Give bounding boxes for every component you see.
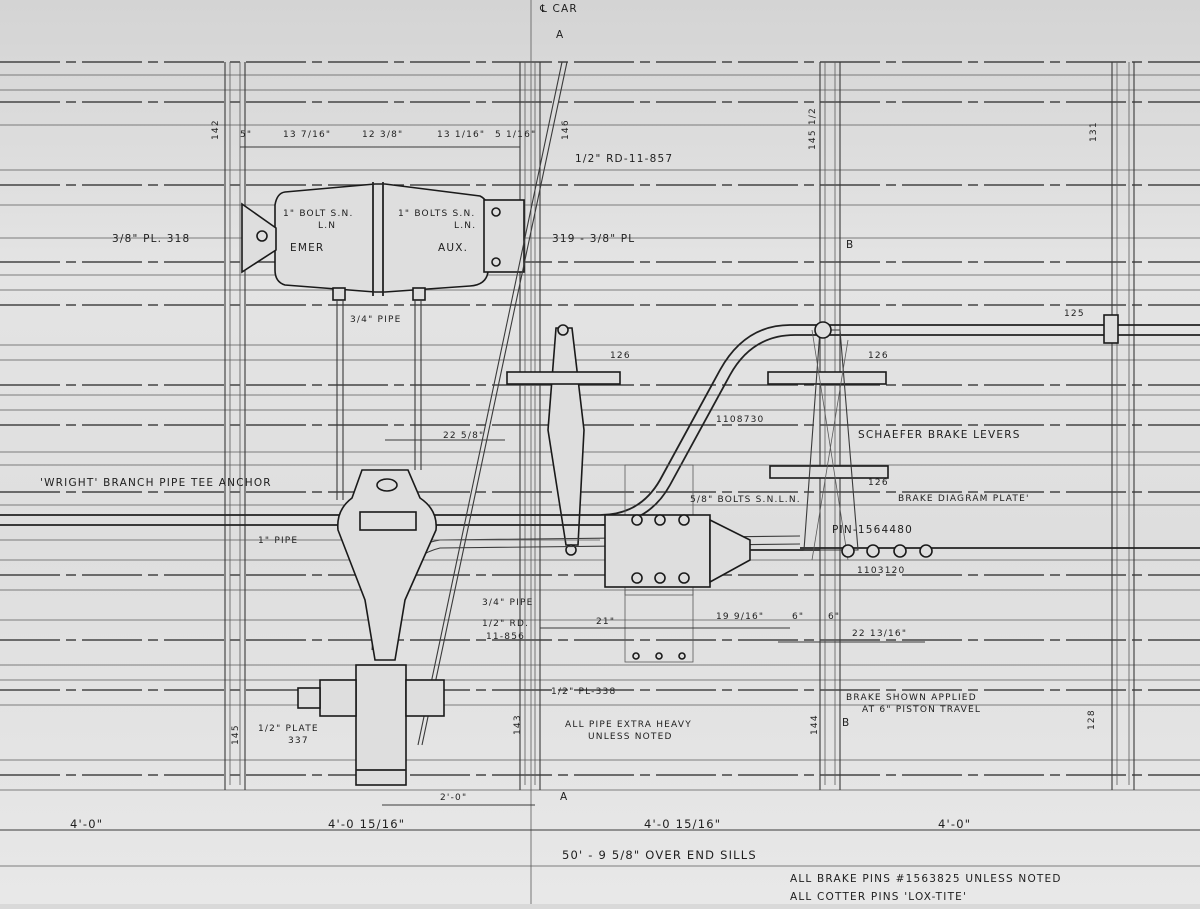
- ref-145: 145: [231, 724, 241, 745]
- part-1103120: 1103120: [857, 566, 905, 576]
- rod-11-856: [417, 61, 563, 746]
- bolts-58-label: 5/8" BOLTS S.N.L.N.: [690, 495, 801, 505]
- brake-lever: [547, 324, 585, 556]
- brake-cylinder: [604, 464, 820, 663]
- top-dim-1: 5": [240, 130, 252, 140]
- cross-members: [224, 62, 1135, 790]
- ref-126-a: 126: [610, 351, 631, 361]
- rod-11-857: [421, 61, 568, 746]
- pipe-34-top-label: 3/4" PIPE: [350, 315, 401, 325]
- tee-anchor: [336, 469, 437, 661]
- bottom-dim-3: 4'-0 15/16": [644, 817, 721, 831]
- ref-146: 146: [561, 119, 571, 140]
- bottom-dim-1: 4'-0": [70, 817, 103, 831]
- ref-126-b: 126: [868, 351, 889, 361]
- top-dim-2: 13 7/16": [283, 130, 331, 140]
- section-mark-a-bottom: A: [560, 791, 568, 803]
- note-cotter-pins: ALL COTTER PINS 'LOX-TITE': [790, 891, 967, 903]
- bolts-aux-ln-label: L.N.: [454, 221, 476, 231]
- pipe-heavy-line-1: ALL PIPE EXTRA HEAVY: [565, 720, 692, 730]
- bottom-dim-4: 4'-0": [938, 817, 971, 831]
- dim-6-b: 6": [828, 612, 840, 622]
- brake-shown-line-1: BRAKE SHOWN APPLIED: [846, 693, 977, 703]
- wright-anchor-label: 'WRIGHT' BRANCH PIPE TEE ANCHOR: [40, 477, 272, 489]
- pipe-1-label: 1" PIPE: [258, 536, 298, 546]
- dim-2-0: 2'-0": [440, 793, 467, 803]
- section-mark-b-upper: B: [846, 239, 854, 251]
- bolts-aux-label: 1" BOLTS S.N.: [398, 209, 475, 219]
- plate-337-label-b: 337: [288, 736, 309, 746]
- ref-143: 143: [513, 714, 523, 735]
- part-1108730: 1108730: [716, 415, 764, 425]
- lever-plates: [506, 314, 1119, 561]
- aux-label: AUX.: [438, 242, 468, 254]
- ref-145-half: 145 1/2: [808, 107, 818, 150]
- dimension-lines: [0, 146, 1200, 867]
- pin-label: PIN-1564480: [832, 524, 913, 536]
- ref-142: 142: [211, 119, 221, 140]
- rod-857-label: 1/2" RD-11-857: [575, 153, 673, 165]
- ref-125: 125: [1064, 309, 1085, 319]
- rod-856-label-a: 1/2" RD.: [482, 619, 529, 629]
- dim-19-9-16: 19 9/16": [716, 612, 764, 622]
- bolt-emer-label: 1" BOLT S.N.: [283, 209, 354, 219]
- dim-22-13-16: 22 13/16": [852, 629, 907, 639]
- brake-shown-line-2: AT 6" PISTON TRAVEL: [862, 705, 981, 715]
- control-valve: [297, 664, 445, 786]
- brake-diagram-plate-label: BRAKE DIAGRAM PLATE': [898, 494, 1030, 504]
- ref-131: 131: [1089, 121, 1099, 142]
- pipe-34-low-label: 3/4" PIPE: [482, 598, 533, 608]
- section-mark-b-lower: B: [842, 717, 850, 729]
- section-mark-a-top: A: [556, 29, 564, 41]
- overall-length: 50' - 9 5/8" OVER END SILLS: [562, 848, 757, 862]
- emer-label: EMER: [290, 242, 324, 254]
- top-dim-4: 13 1/16": [437, 130, 485, 140]
- frame-lines: [0, 61, 1200, 791]
- top-dim-3: 12 3/8": [362, 130, 403, 140]
- ref-144: 144: [810, 714, 820, 735]
- dim-21: 21": [596, 617, 615, 627]
- dim-6-a: 6": [792, 612, 804, 622]
- pl-338-label: 1/2" PL-338: [551, 687, 616, 697]
- rod-856-label-b: 11-856: [486, 632, 525, 642]
- bolt-emer-ln-label: L.N: [318, 221, 336, 231]
- pl-318-label: 3/8" PL. 318: [112, 233, 190, 245]
- top-dim-5: 5 1/16": [495, 130, 536, 140]
- bottom-dim-2: 4'-0 15/16": [328, 817, 405, 831]
- dim-22-5-8: 22 5/8": [443, 431, 484, 441]
- schaefer-label: SCHAEFER BRAKE LEVERS: [858, 429, 1021, 441]
- plate-337-label-a: 1/2" PLATE: [258, 724, 319, 734]
- centerline-label: ℄ CAR: [539, 3, 578, 15]
- ref-126-c: 126: [868, 478, 889, 488]
- pl-319-label: 319 - 3/8" PL: [552, 233, 635, 245]
- note-brake-pins: ALL BRAKE PINS #1563825 UNLESS NOTED: [790, 873, 1062, 885]
- pipe-heavy-line-2: UNLESS NOTED: [588, 732, 673, 742]
- reservoir: [241, 182, 525, 500]
- ref-128: 128: [1087, 709, 1097, 730]
